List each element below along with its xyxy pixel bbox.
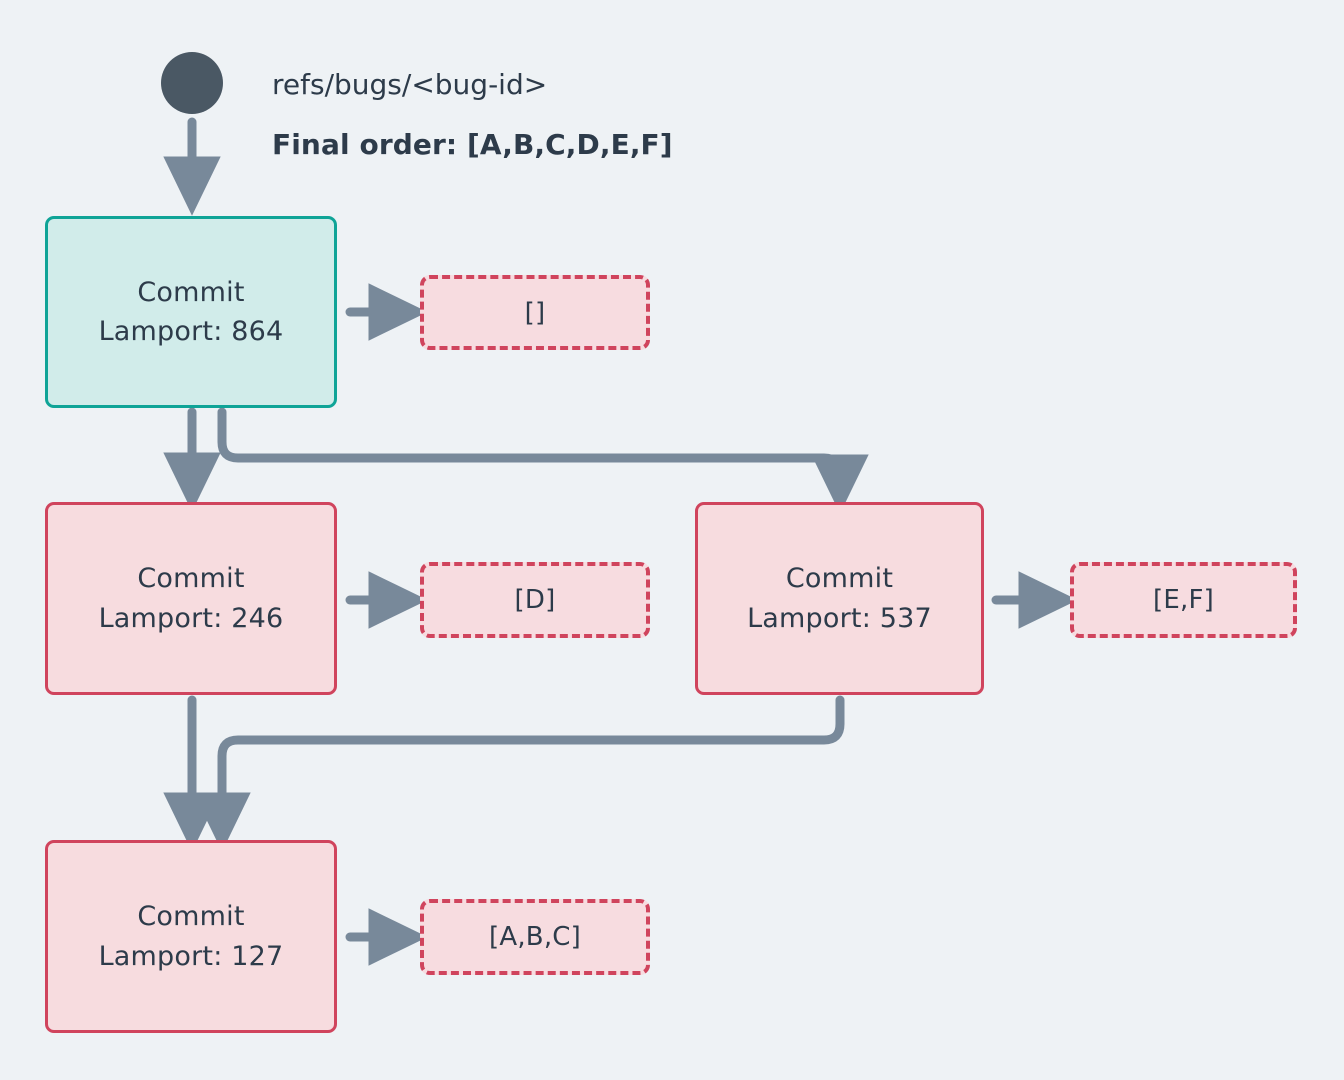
edge-right-mid-to-bottom [193, 695, 845, 852]
commit-lamport: Lamport: 864 [98, 316, 284, 347]
edge-root-to-right-mid [217, 407, 869, 514]
commit-label: Commit [137, 901, 245, 933]
commit-node-lamport-127[interactable]: Commit Lamport: 127 [45, 840, 337, 1033]
payload-box-lamport-246[interactable]: [D] [420, 562, 650, 638]
commit-node-lamport-537[interactable]: Commit Lamport: 537 [695, 502, 984, 695]
commit-lamport: Lamport: 537 [747, 602, 932, 634]
commit-lamport: Lamport: 246 [98, 602, 284, 634]
filled-circle-icon [161, 52, 223, 114]
ref-path-label: refs/bugs/<bug-id> [272, 68, 548, 101]
payload-box-lamport-537[interactable]: [E,F] [1070, 562, 1297, 638]
payload-box-root[interactable]: [] [420, 275, 650, 350]
commit-node-root[interactable]: Commit Lamport: 864 [45, 216, 337, 408]
commit-lamport: Lamport: 127 [98, 940, 284, 972]
commit-label: Commit [785, 563, 894, 595]
commit-label: Commit [137, 276, 245, 308]
payload-box-lamport-127[interactable]: [A,B,C] [420, 899, 650, 975]
commit-node-lamport-246[interactable]: Commit Lamport: 246 [45, 502, 337, 695]
final-order-label: Final order: [A,B,C,D,E,F] [272, 128, 673, 161]
commit-label: Commit [137, 563, 245, 595]
